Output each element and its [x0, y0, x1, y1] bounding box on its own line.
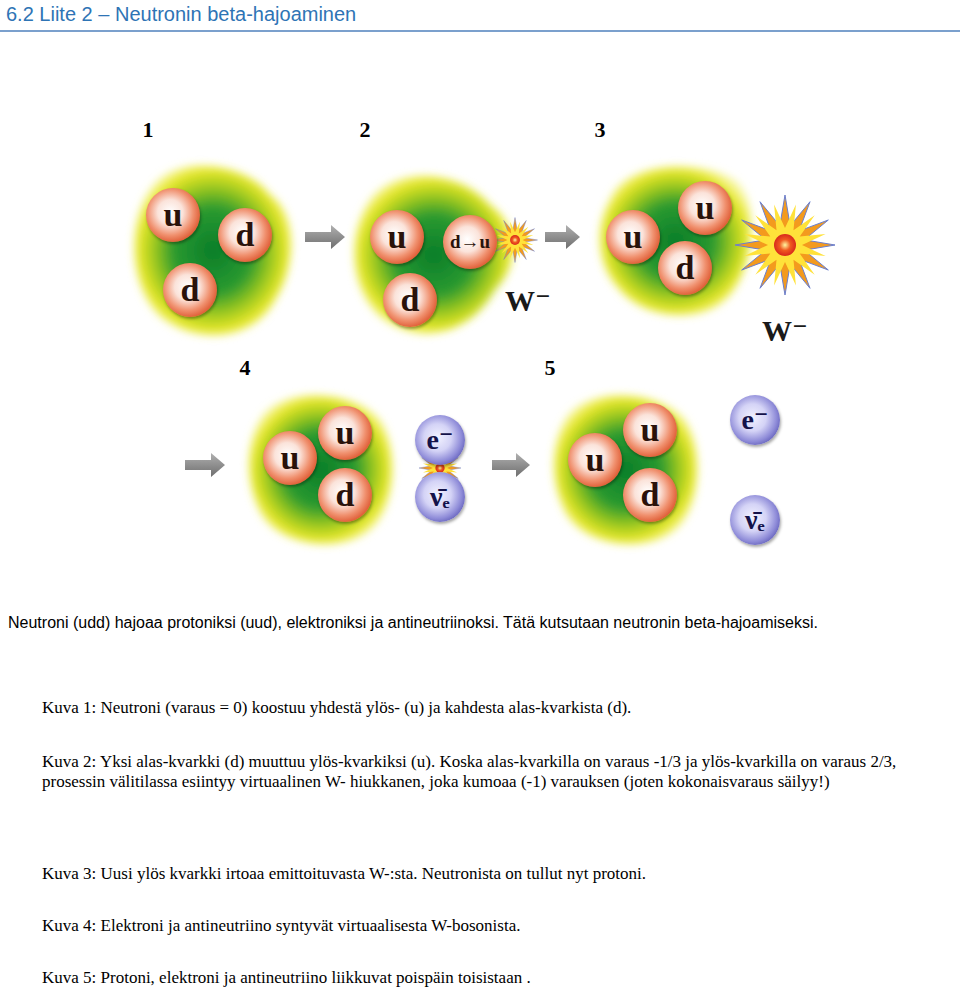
- lepton-circle: ν̄ₑ: [415, 472, 465, 522]
- w-boson-burst: [735, 195, 835, 295]
- boson-label: W⁻: [762, 313, 808, 348]
- step-arrow: [492, 453, 530, 477]
- quark-circle: d→u: [443, 215, 497, 269]
- boson-label: W⁻: [505, 283, 551, 318]
- lepton-circle: e⁻: [415, 415, 465, 465]
- quark-circle: u: [318, 406, 372, 460]
- w-boson-burst: [493, 218, 538, 263]
- quark-circle: u: [623, 403, 677, 457]
- intro-text: Neutroni (udd) hajoaa protoniksi (uud), …: [8, 614, 952, 632]
- particle-symbol: u: [624, 220, 643, 254]
- lepton-circle: e⁻: [730, 395, 780, 445]
- particle-symbol: d: [336, 478, 355, 512]
- particle-symbol: e⁻: [741, 406, 768, 434]
- particle-symbol: u: [281, 441, 300, 475]
- caption-text: Kuva 1: Neutroni (varaus = 0) koostuu yh…: [42, 698, 954, 718]
- particle-symbol: e⁻: [426, 426, 453, 454]
- quark-circle: d: [318, 468, 372, 522]
- quark-circle: d: [623, 468, 677, 522]
- caption-text: Kuva 4: Elektroni ja antineutriino synty…: [42, 916, 954, 936]
- particle-symbol: u: [336, 416, 355, 450]
- particle-symbol: d: [181, 273, 200, 307]
- panel-number: 4: [240, 355, 251, 381]
- caption-text: Kuva 3: Uusi ylös kvarkki irtoaa emittoi…: [42, 864, 954, 884]
- panel-number: 1: [143, 117, 154, 143]
- particle-symbol: u: [696, 191, 715, 225]
- page-title: 6.2 Liite 2 – Neutronin beta-hajoaminen: [6, 3, 356, 26]
- particle-symbol: d: [236, 218, 255, 252]
- step-arrow: [185, 453, 225, 477]
- particle-symbol: ν̄ₑ: [430, 483, 450, 511]
- quark-circle: u: [146, 188, 200, 242]
- quark-circle: u: [568, 433, 622, 487]
- quark-circle: u: [263, 431, 317, 485]
- panel-number: 5: [545, 355, 556, 381]
- panel-number: 2: [360, 117, 371, 143]
- caption-text: Kuva 5: Protoni, elektroni ja antineutri…: [42, 968, 954, 988]
- particle-symbol: u: [641, 413, 660, 447]
- quark-circle: u: [370, 210, 424, 264]
- neutron-blob: [134, 166, 291, 336]
- particle-symbol: d→u: [450, 232, 490, 251]
- particle-symbol: u: [586, 443, 605, 477]
- quark-circle: d: [218, 208, 272, 262]
- quark-circle: u: [606, 210, 660, 264]
- quark-circle: d: [658, 241, 712, 295]
- particle-symbol: u: [388, 220, 407, 254]
- nucleon-blob: [354, 176, 513, 333]
- panel-number: 3: [595, 117, 606, 143]
- proton-blob: [249, 396, 392, 545]
- step-arrow: [545, 225, 580, 249]
- lepton-circle: ν̄ₑ: [730, 495, 780, 545]
- proton-blob: [600, 167, 752, 315]
- particle-symbol: ν̄ₑ: [745, 506, 765, 534]
- proton-blob: [554, 396, 697, 545]
- quark-circle: d: [163, 263, 217, 317]
- quark-circle: d: [383, 273, 437, 327]
- caption-text: Kuva 2: Yksi alas-kvarkki (d) muuttuu yl…: [42, 752, 954, 792]
- particle-symbol: d: [641, 478, 660, 512]
- title-rule: [0, 30, 960, 32]
- particle-symbol: d: [676, 251, 695, 285]
- step-arrow: [305, 225, 345, 249]
- particle-symbol: u: [164, 198, 183, 232]
- particle-symbol: d: [401, 283, 420, 317]
- quark-circle: u: [678, 181, 732, 235]
